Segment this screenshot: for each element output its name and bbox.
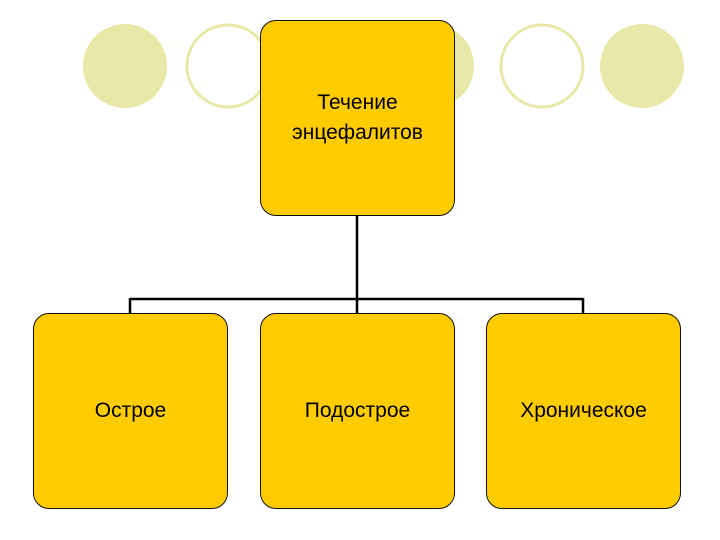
child-node-label: Острое	[94, 398, 167, 422]
root-node-label: Течение энцефалитов	[292, 90, 423, 144]
deco-circle-filled	[83, 24, 167, 108]
child-node-chronic: Хроническое	[486, 313, 681, 509]
child-node-label: Подострое	[304, 398, 411, 422]
child-node-acute: Острое	[33, 313, 228, 509]
child-node-subacute: Подострое	[260, 313, 455, 509]
deco-circle-filled	[600, 24, 684, 108]
root-node: Течение энцефалитов	[260, 20, 455, 216]
deco-circle-outline	[499, 23, 585, 109]
child-node-label: Хроническое	[520, 398, 647, 422]
